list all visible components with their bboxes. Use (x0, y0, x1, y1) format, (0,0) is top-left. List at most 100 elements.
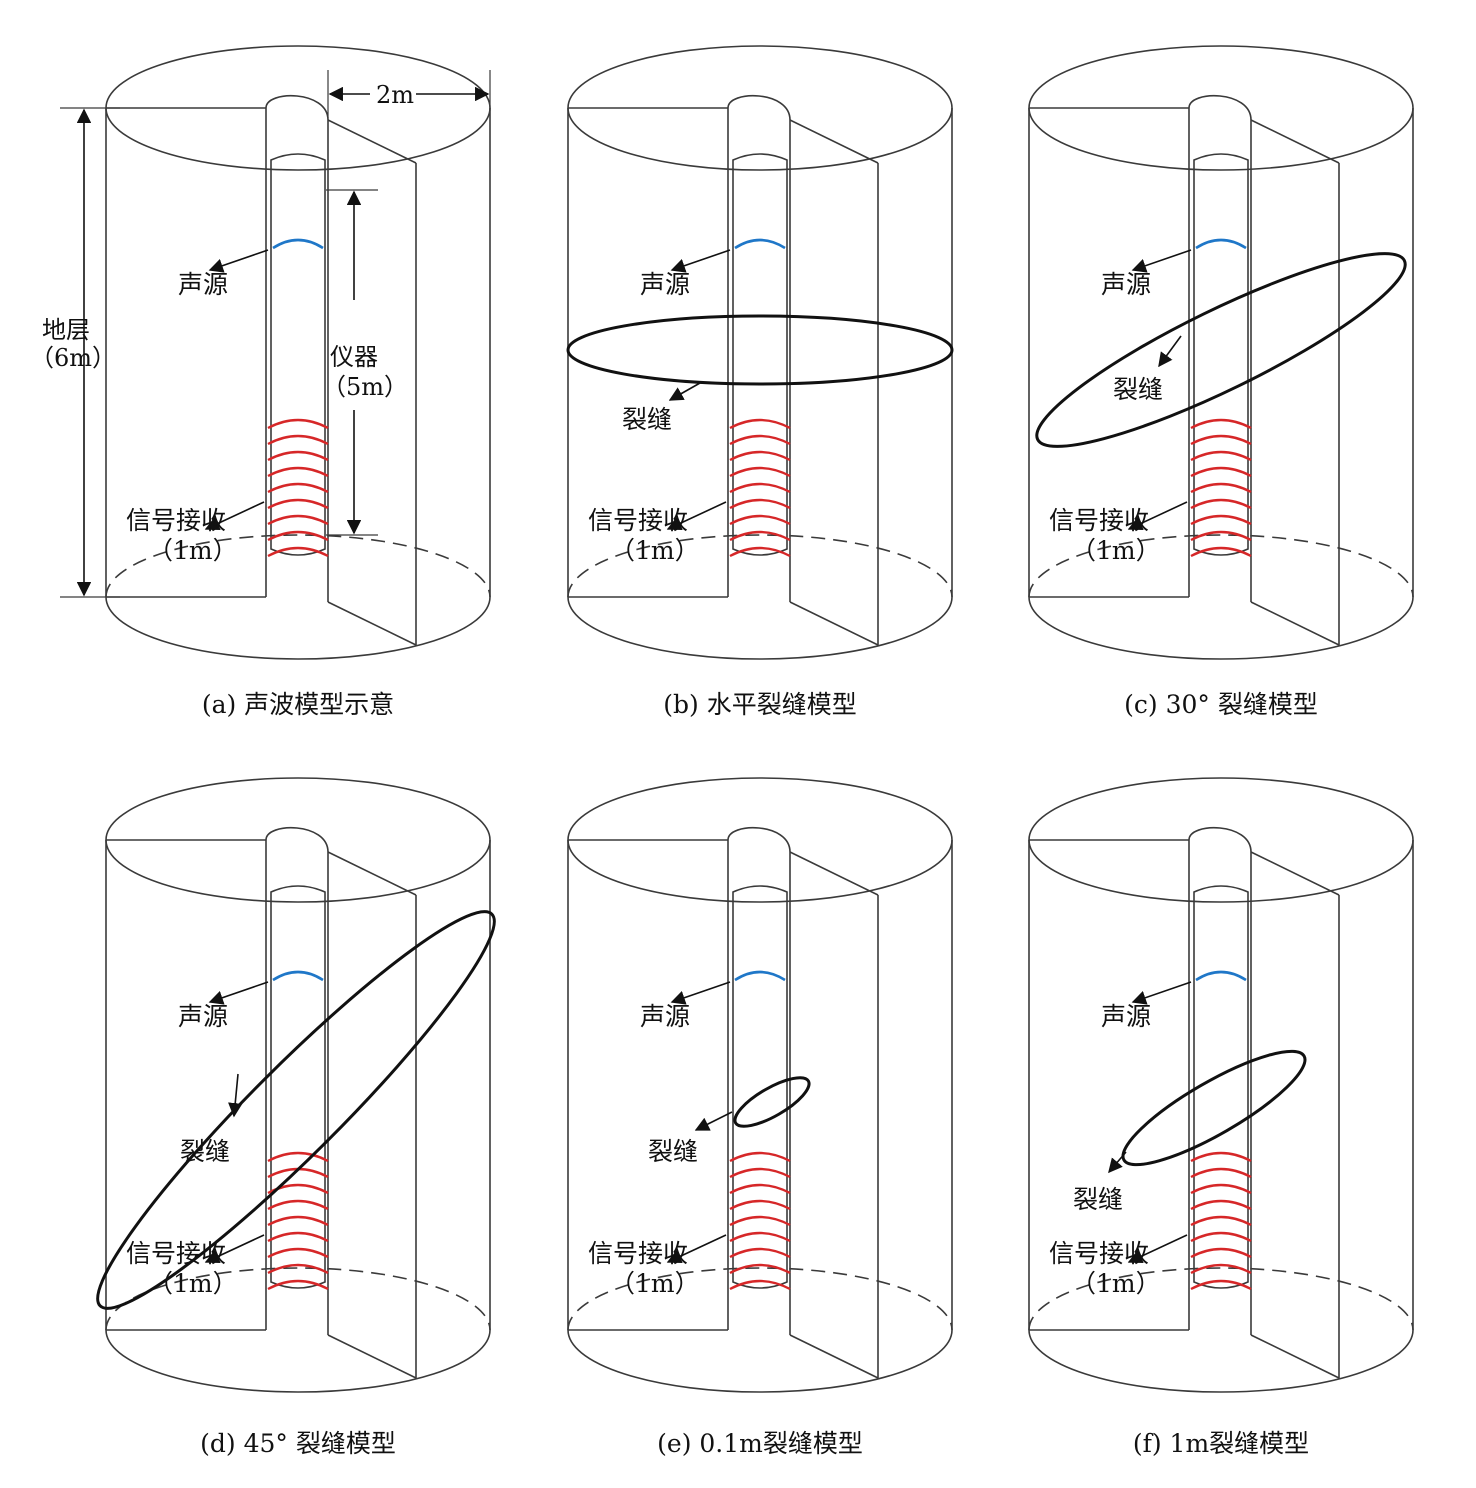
section-top-diagonal (1250, 119, 1340, 164)
receiver-arrow (666, 501, 727, 531)
receiver-element (729, 1199, 791, 1211)
source-label: 声源 (178, 1002, 228, 1031)
section-bottom-diagonal (1250, 601, 1340, 646)
source-label: 声源 (640, 270, 690, 299)
fracture-label: 裂缝 (648, 1137, 698, 1166)
receiver-element (1190, 434, 1252, 446)
panel-caption: (e) 0.1m裂缝模型 (657, 1429, 863, 1458)
fracture-plane (1035, 252, 1407, 448)
cylinder-bottom-back (1028, 1267, 1414, 1331)
receiver-element (729, 1151, 791, 1163)
section-top-diagonal (789, 851, 879, 896)
section-bottom-diagonal (1250, 1334, 1340, 1379)
receiver-length-label: （1m） (1071, 536, 1161, 565)
receiver-element (1190, 1151, 1252, 1163)
fracture-plane (733, 1076, 811, 1128)
receiver-element (729, 1263, 791, 1275)
source-wave (272, 970, 324, 982)
receiver-element (1190, 514, 1252, 526)
receiver-element (267, 1151, 329, 1163)
source-arrow (208, 981, 269, 1005)
receiver-label: 信号接收 (1049, 1239, 1149, 1268)
receiver-element (267, 418, 329, 430)
logging-tool (270, 885, 326, 1289)
logging-tool (1193, 885, 1249, 1289)
cylinder-bottom-back (105, 1267, 491, 1331)
receiver-arrow (204, 1234, 265, 1264)
fracture-label: 裂缝 (622, 405, 672, 434)
receiver-element (267, 482, 329, 494)
receiver-element (729, 514, 791, 526)
receiver-element (729, 466, 791, 478)
receiver-element (1190, 546, 1252, 558)
receiver-element (729, 1215, 791, 1227)
cylinder-bottom-back (1028, 534, 1414, 598)
receiver-element (267, 450, 329, 462)
receiver-element (729, 1247, 791, 1259)
receiver-element (267, 530, 329, 542)
cylinder-bottom-back (567, 534, 953, 598)
borehole-opening (265, 826, 329, 853)
receiver-element (267, 1199, 329, 1211)
panel-caption: (f) 1m裂缝模型 (1133, 1429, 1309, 1458)
section-bottom-diagonal (327, 1334, 417, 1379)
receiver-element (1190, 418, 1252, 430)
section-top-diagonal (327, 851, 417, 896)
source-wave (734, 970, 786, 982)
receiver-element (1190, 450, 1252, 462)
receiver-element (1190, 1183, 1252, 1195)
receiver-arrow (1127, 501, 1188, 531)
cylinder-bottom-back (105, 534, 491, 598)
cylinder-bottom-back (567, 1267, 953, 1331)
receiver-label: 信号接收 (588, 506, 688, 535)
receiver-element (1190, 1247, 1252, 1259)
receiver-length-label: （1m） (610, 1269, 700, 1298)
receiver-label: 信号接收 (588, 1239, 688, 1268)
receiver-arrow (204, 501, 265, 531)
section-top-diagonal (1250, 851, 1340, 896)
panel-caption: (d) 45° 裂缝模型 (200, 1429, 396, 1458)
receiver-element (267, 466, 329, 478)
source-label: 声源 (1101, 1002, 1151, 1031)
receiver-element (267, 514, 329, 526)
tool-length-label: （5m） (322, 373, 408, 401)
receiver-label: 信号接收 (126, 1239, 226, 1268)
receiver-element (1190, 1231, 1252, 1243)
receiver-arrow (666, 1234, 727, 1264)
borehole-opening (1188, 94, 1252, 121)
receiver-element (729, 498, 791, 510)
logging-tool (270, 153, 326, 556)
receiver-element (729, 1231, 791, 1243)
source-wave (1195, 238, 1247, 250)
source-arrow (1131, 249, 1192, 273)
fracture-label: 裂缝 (1113, 375, 1163, 404)
cylinder-bottom-front (105, 596, 491, 660)
fracture-arrow (1158, 335, 1182, 368)
receiver-element (729, 418, 791, 430)
fracture-plane (566, 314, 954, 386)
section-top-diagonal (327, 119, 417, 164)
receiver-element (267, 1279, 329, 1291)
receiver-label: 信号接收 (126, 506, 226, 535)
receiver-element (1190, 1215, 1252, 1227)
formation-label: 地层 (42, 316, 90, 344)
borehole-opening (265, 94, 329, 121)
source-arrow (670, 981, 731, 1005)
fracture-label: 裂缝 (1073, 1185, 1123, 1214)
receiver-element (1190, 1279, 1252, 1291)
receiver-element (267, 1215, 329, 1227)
logging-tool (732, 153, 788, 556)
fracture-label: 裂缝 (180, 1137, 230, 1166)
fracture-arrow (228, 1073, 243, 1118)
receiver-length-label: （1m） (148, 536, 238, 565)
receiver-element (729, 1183, 791, 1195)
fracture-plane (1121, 1049, 1307, 1167)
receiver-element (1190, 1167, 1252, 1179)
receiver-label: 信号接收 (1049, 506, 1149, 535)
cylinder-bottom-front (567, 1329, 953, 1393)
section-bottom-diagonal (789, 1334, 879, 1379)
